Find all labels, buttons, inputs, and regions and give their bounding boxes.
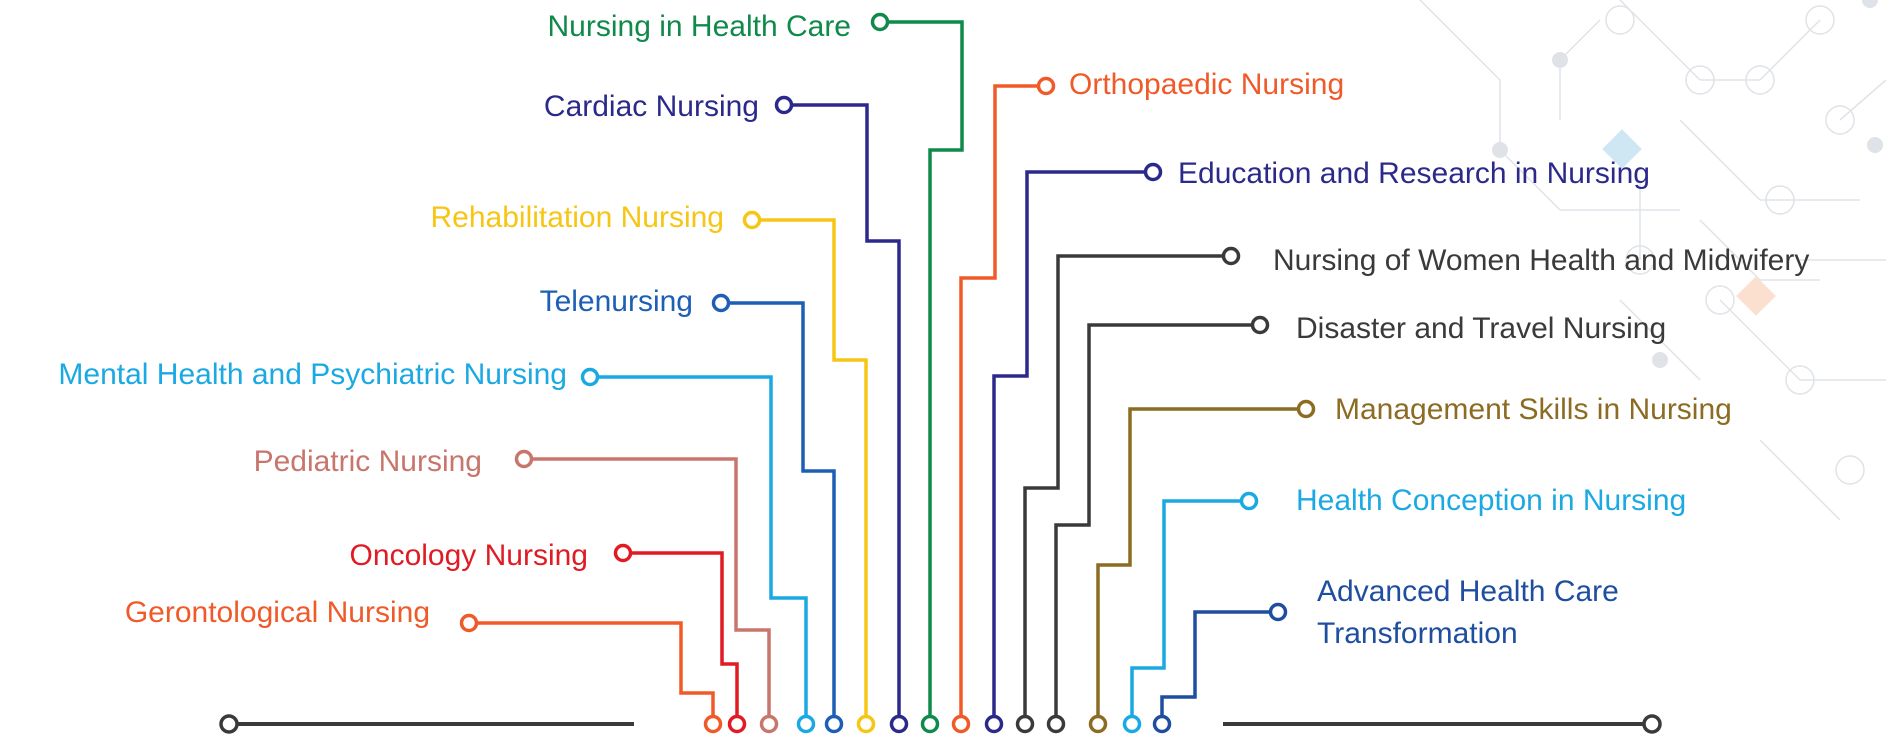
label-mental-health-nursing[interactable]: Mental Health and Psychiatric Nursing — [58, 358, 567, 391]
connector-telenursing — [711, 293, 844, 734]
connector-orthopaedic-nursing — [951, 76, 1056, 734]
baseline-node — [920, 714, 940, 734]
baseline-node — [727, 714, 747, 734]
label-advanced-health-care[interactable]: Advanced Health Care Transformation — [1317, 575, 1619, 650]
topic-connector-lines — [459, 12, 1316, 734]
endpoint-node — [1143, 162, 1163, 182]
baseline-node — [889, 714, 909, 734]
label-management-skills-nursing[interactable]: Management Skills in Nursing — [1335, 393, 1732, 426]
endpoint-node — [1036, 76, 1056, 96]
label-women-health-midwifery[interactable]: Nursing of Women Health and Midwifery — [1273, 244, 1810, 277]
label-cardiac-nursing[interactable]: Cardiac Nursing — [543, 90, 759, 123]
connector-pediatric-nursing — [514, 449, 779, 734]
connector-mental-health-nursing — [580, 367, 816, 734]
endpoint-node — [1268, 602, 1288, 622]
endpoint-node — [774, 95, 794, 115]
connector-disaster-travel-nursing — [1046, 315, 1270, 734]
endpoint-node — [514, 449, 534, 469]
connector-nursing-in-health-care — [870, 12, 964, 734]
baseline-node — [1046, 714, 1066, 734]
connector-gerontological-nursing — [459, 613, 723, 734]
circuit-background-decoration — [1419, 0, 1886, 521]
label-oncology-nursing[interactable]: Oncology Nursing — [349, 539, 588, 572]
label-telenursing[interactable]: Telenursing — [539, 285, 693, 318]
label-rehabilitation-nursing[interactable]: Rehabilitation Nursing — [430, 201, 725, 234]
label-education-research-nursing[interactable]: Education and Research in Nursing — [1178, 157, 1650, 190]
connector-education-research-nursing — [984, 162, 1163, 734]
baseline-node — [759, 714, 779, 734]
baseline-node — [856, 714, 876, 734]
endpoint-node — [1239, 491, 1259, 511]
endpoint-node — [742, 210, 762, 230]
baseline-node — [1122, 714, 1142, 734]
label-health-conception-nursing[interactable]: Health Conception in Nursing — [1296, 484, 1687, 517]
baseline-node — [796, 714, 816, 734]
endpoint-node — [1296, 399, 1316, 419]
baseline-node — [1015, 714, 1035, 734]
label-gerontological-nursing[interactable]: Gerontological Nursing — [124, 596, 430, 629]
connector-advanced-health-care — [1152, 602, 1288, 734]
endpoint-node — [870, 12, 890, 32]
baseline-node — [703, 714, 723, 734]
connector-health-conception-nursing — [1122, 491, 1259, 734]
baseline — [219, 714, 1662, 734]
baseline-node — [984, 714, 1004, 734]
endpoint-node — [711, 293, 731, 313]
endpoint-node — [1221, 246, 1241, 266]
baseline-node — [1152, 714, 1172, 734]
connector-women-health-midwifery — [1015, 246, 1241, 734]
connector-management-skills-nursing — [1088, 399, 1316, 734]
connector-rehabilitation-nursing — [742, 210, 876, 734]
label-disaster-travel-nursing[interactable]: Disaster and Travel Nursing — [1296, 312, 1667, 345]
label-orthopaedic-nursing[interactable]: Orthopaedic Nursing — [1069, 68, 1345, 101]
baseline-node — [951, 714, 971, 734]
endpoint-node — [580, 367, 600, 387]
label-nursing-in-health-care[interactable]: Nursing in Health Care — [547, 10, 851, 43]
endpoint-node — [1250, 315, 1270, 335]
label-pediatric-nursing[interactable]: Pediatric Nursing — [253, 445, 482, 478]
endpoint-node — [459, 613, 479, 633]
endpoint-node — [613, 543, 633, 563]
baseline-node — [1088, 714, 1108, 734]
baseline-node — [824, 714, 844, 734]
connector-oncology-nursing — [613, 543, 747, 734]
connector-cardiac-nursing — [774, 95, 909, 734]
